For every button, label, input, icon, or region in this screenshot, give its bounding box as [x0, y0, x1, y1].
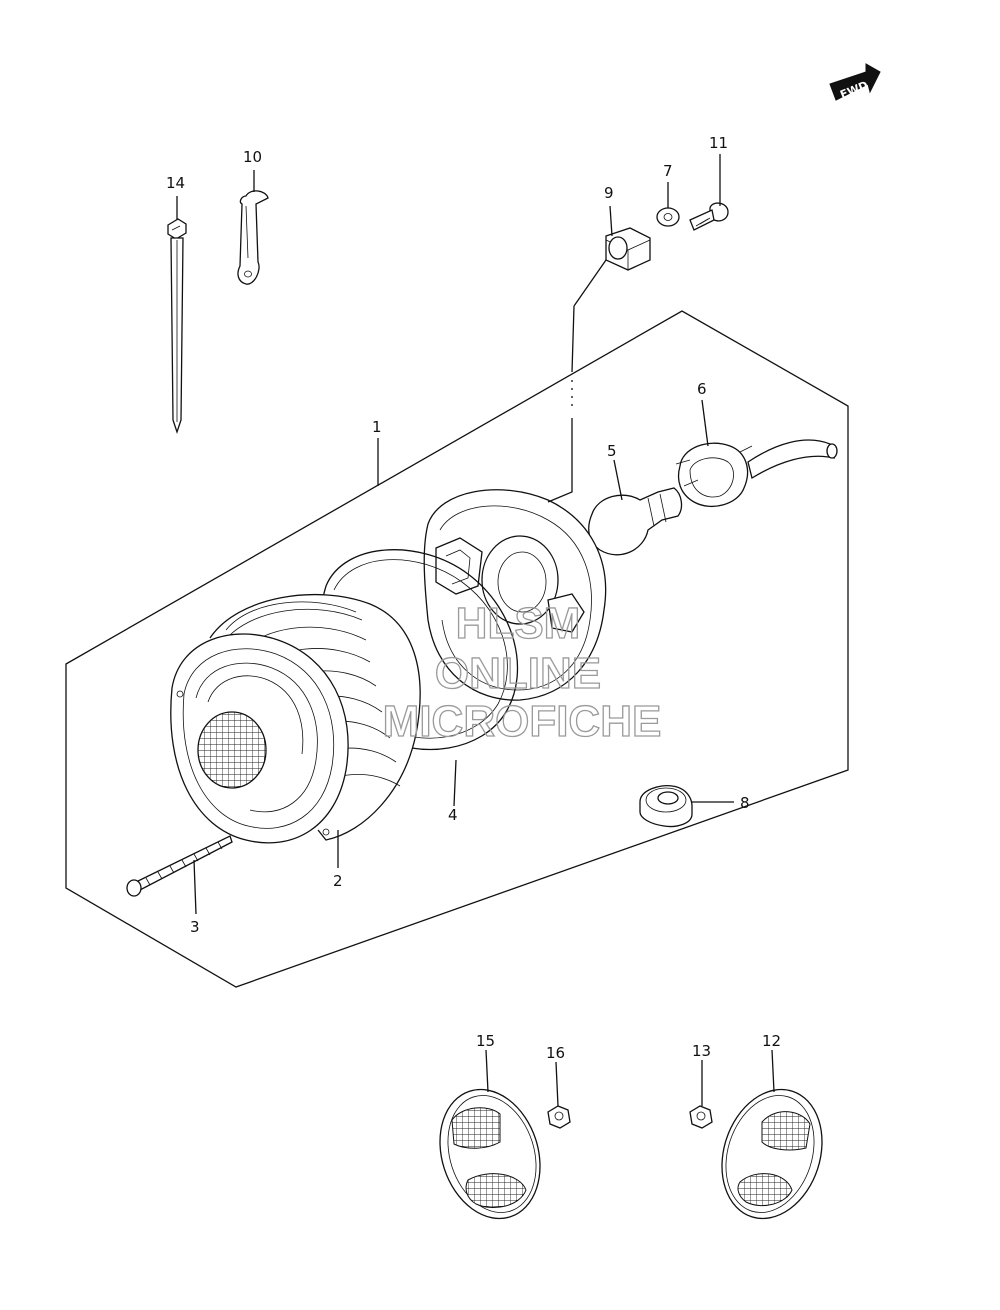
callout-1: 1 [372, 418, 382, 436]
callout-14: 14 [166, 174, 185, 192]
part-cable-tie [167, 218, 187, 435]
part-reflector-base [423, 489, 607, 701]
part-lens-housing [170, 593, 421, 844]
part-grommet [639, 784, 693, 828]
callout-7: 7 [663, 162, 673, 180]
callout-2: 2 [333, 872, 343, 890]
part-nut-right [689, 1105, 713, 1129]
lens-mesh [197, 711, 267, 789]
callout-labels: 1 2 3 4 5 6 7 8 9 10 11 12 13 14 15 16 [166, 134, 781, 1062]
part-bulb-socket [675, 439, 838, 508]
leader-lines [176, 154, 775, 1107]
part-long-screw [126, 835, 233, 897]
assembly-outline [65, 310, 849, 988]
callout-9: 9 [604, 184, 614, 202]
callout-4: 4 [448, 806, 458, 824]
watermark-line-1: HLSM [456, 599, 581, 648]
part-reflector-right [721, 1088, 823, 1220]
callout-16: 16 [546, 1044, 565, 1062]
callout-10: 10 [243, 148, 262, 166]
callout-3: 3 [190, 918, 200, 936]
callout-13: 13 [692, 1042, 711, 1060]
part-socket [605, 227, 651, 271]
part-washer [656, 207, 680, 227]
part-clamp-bracket [237, 190, 269, 285]
forward-arrow-icon [829, 63, 881, 101]
callout-5: 5 [607, 442, 617, 460]
watermark-line-3: MICROFICHE [383, 697, 662, 746]
part-nut-left [547, 1105, 571, 1129]
fwd-badge: FWD [829, 63, 881, 101]
callout-15: 15 [476, 1032, 495, 1050]
callout-12: 12 [762, 1032, 781, 1050]
part-bulb [588, 487, 683, 556]
watermark-line-2: ONLINE [435, 649, 601, 698]
callout-6: 6 [697, 380, 707, 398]
part-screw [689, 202, 729, 231]
callout-8: 8 [740, 794, 750, 812]
part-reflector-left [439, 1088, 541, 1220]
callout-11: 11 [709, 134, 728, 152]
watermark: HLSM ONLINE MICROFICHE [382, 598, 662, 746]
